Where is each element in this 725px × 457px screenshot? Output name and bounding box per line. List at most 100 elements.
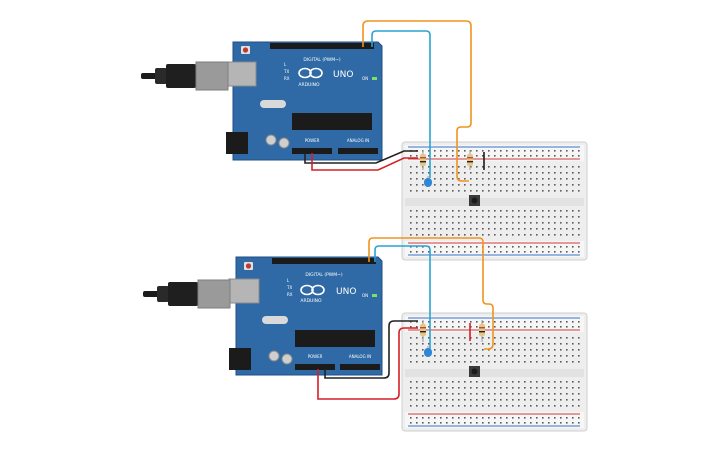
breadboard-hole: [434, 155, 436, 157]
breadboard-hole: [446, 399, 448, 401]
breadboard-hole: [524, 216, 526, 218]
breadboard-hole: [494, 405, 496, 407]
breadboard-hole: [446, 228, 448, 230]
breadboard-hole: [542, 337, 544, 339]
breadboard-hole: [452, 393, 454, 395]
breadboard-hole: [494, 381, 496, 383]
resistor-icon[interactable]: [479, 320, 485, 342]
breadboard-hole: [494, 417, 496, 419]
breadboard-hole: [458, 222, 460, 224]
breadboard-hole: [458, 417, 460, 419]
breadboard[interactable]: [401, 141, 588, 261]
breadboard-hole: [518, 166, 520, 168]
breadboard-hole: [530, 321, 532, 323]
breadboard-hole: [548, 417, 550, 419]
breadboard-hole: [500, 166, 502, 168]
breadboard-hole: [476, 349, 478, 351]
breadboard-hole: [560, 234, 562, 236]
breadboard-hole: [434, 246, 436, 248]
resistor-icon[interactable]: [420, 320, 426, 342]
breadboard-hole: [500, 321, 502, 323]
breadboard-hole: [428, 417, 430, 419]
breadboard-hole: [482, 361, 484, 363]
breadboard-hole: [440, 381, 442, 383]
breadboard-hole: [500, 417, 502, 419]
breadboard-hole: [530, 150, 532, 152]
digital-header[interactable]: [270, 43, 374, 49]
wire-orange[interactable]: [362, 20, 472, 182]
breadboard-hole: [572, 184, 574, 186]
wire-blue[interactable]: [371, 30, 431, 178]
breadboard-hole: [566, 190, 568, 192]
breadboard-hole: [542, 155, 544, 157]
wire-orange[interactable]: [368, 237, 494, 350]
breadboard-hole: [410, 417, 412, 419]
breadboard-hole: [536, 228, 538, 230]
led-icon[interactable]: [424, 346, 432, 357]
breadboard-hole: [572, 399, 574, 401]
breadboard-hole: [428, 326, 430, 328]
wire-blue[interactable]: [374, 245, 431, 350]
breadboard-hole: [572, 172, 574, 174]
arduino-uno-board[interactable]: DIGITAL (PWM~) ARDUINO UNO TX RX L ON PO…: [228, 256, 383, 376]
breadboard-hole: [434, 184, 436, 186]
breadboard-hole: [506, 355, 508, 357]
breadboard-hole: [542, 216, 544, 218]
power-header[interactable]: [295, 364, 335, 370]
led-icon[interactable]: [424, 176, 432, 187]
push-button-icon[interactable]: [469, 366, 480, 377]
wire-black[interactable]: [304, 150, 418, 164]
breadboard-hole: [458, 399, 460, 401]
breadboard-hole: [518, 150, 520, 152]
breadboard-hole: [566, 355, 568, 357]
resistor-icon[interactable]: [467, 150, 473, 170]
breadboard-hole: [476, 387, 478, 389]
breadboard-hole: [434, 387, 436, 389]
breadboard-hole: [416, 393, 418, 395]
breadboard-hole: [446, 393, 448, 395]
breadboard-hole: [476, 246, 478, 248]
breadboard-hole: [452, 178, 454, 180]
breadboard-hole: [494, 246, 496, 248]
breadboard-hole: [548, 393, 550, 395]
breadboard-hole: [512, 155, 514, 157]
breadboard-hole: [578, 393, 580, 395]
wire-black[interactable]: [324, 320, 418, 379]
breadboard-hole: [440, 155, 442, 157]
breadboard-hole: [518, 361, 520, 363]
digital-header[interactable]: [272, 258, 376, 264]
breadboard-hole: [488, 234, 490, 236]
analog-header[interactable]: [340, 364, 380, 370]
wire-red[interactable]: [317, 327, 418, 400]
push-button-icon[interactable]: [469, 195, 480, 206]
power-header[interactable]: [292, 148, 332, 154]
breadboard-hole: [548, 355, 550, 357]
resistor-icon[interactable]: [420, 150, 426, 170]
breadboard-hole: [452, 216, 454, 218]
breadboard-hole: [470, 405, 472, 407]
breadboard-hole: [458, 190, 460, 192]
breadboard[interactable]: [401, 312, 588, 432]
breadboard-hole: [530, 337, 532, 339]
breadboard-hole: [434, 393, 436, 395]
breadboard-hole: [464, 417, 466, 419]
analog-header[interactable]: [338, 148, 378, 154]
breadboard-hole: [578, 234, 580, 236]
breadboard-hole: [458, 393, 460, 395]
breadboard-hole: [440, 321, 442, 323]
breadboard-hole: [428, 405, 430, 407]
breadboard-hole: [470, 321, 472, 323]
breadboard-hole: [452, 422, 454, 424]
breadboard-hole: [560, 417, 562, 419]
breadboard-hole: [476, 337, 478, 339]
breadboard-hole: [458, 150, 460, 152]
breadboard-hole: [464, 349, 466, 351]
breadboard-hole: [554, 349, 556, 351]
wire-red[interactable]: [311, 153, 418, 171]
breadboard-hole: [470, 184, 472, 186]
breadboard-hole: [548, 246, 550, 248]
arduino-uno-board[interactable]: DIGITAL (PWM~) ARDUINO UNO TX RX L ON PO…: [225, 41, 383, 161]
breadboard-hole: [494, 343, 496, 345]
breadboard-hole: [470, 234, 472, 236]
breadboard-hole: [542, 361, 544, 363]
